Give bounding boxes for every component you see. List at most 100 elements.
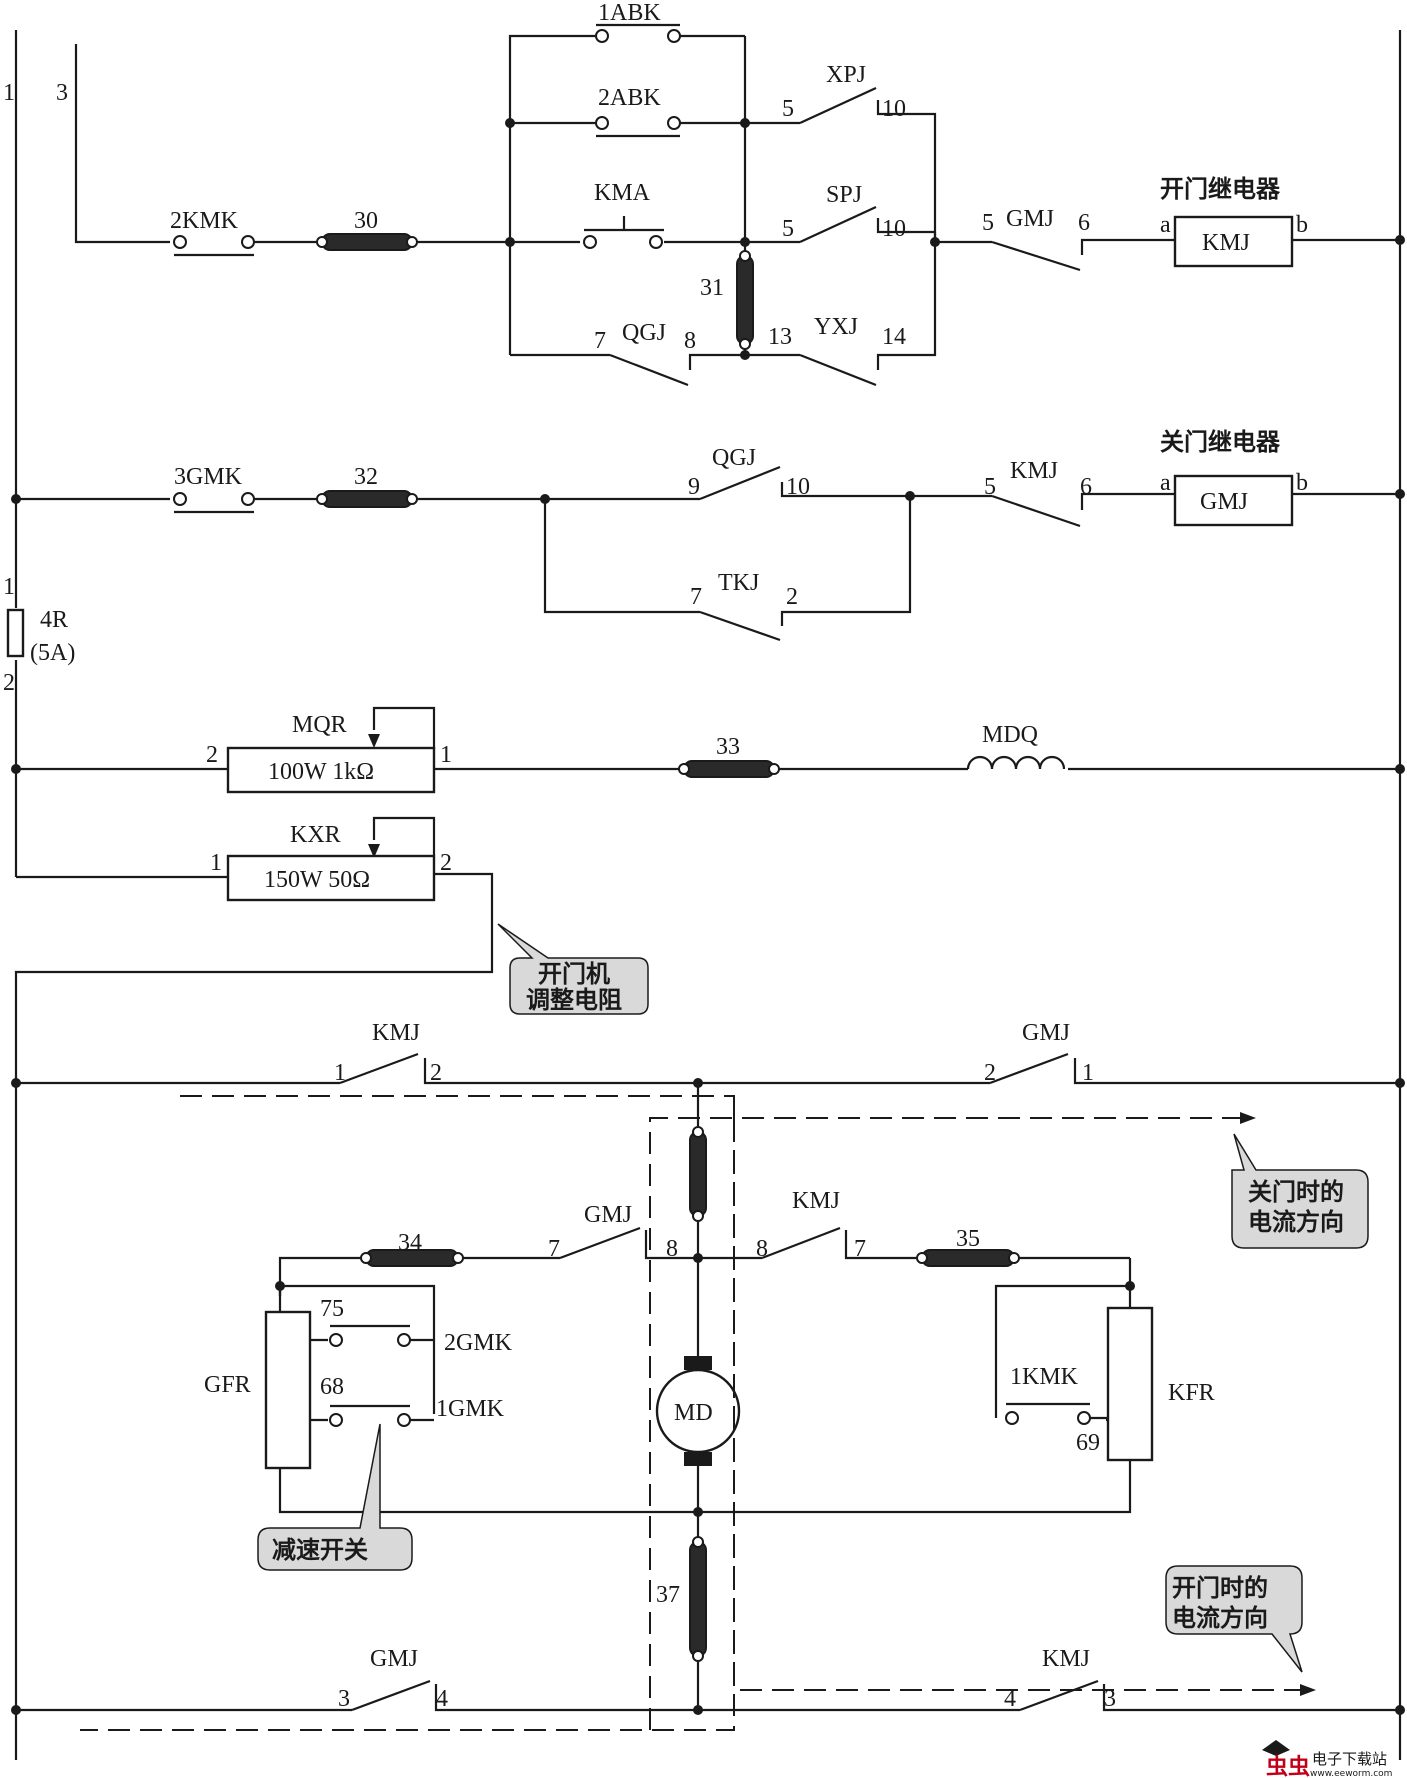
label-qgj-row1: QGJ <box>622 320 666 346</box>
pin-4r-2: 2 <box>3 670 15 696</box>
label-1gmk: 1GMK <box>436 1396 505 1422</box>
label-kmj-bottom: KMJ <box>1042 1646 1090 1672</box>
pin-tkj-7: 7 <box>690 584 702 610</box>
contact-3gmk <box>173 492 255 514</box>
label-xpj: XPJ <box>826 62 866 88</box>
label-1abk: 1ABK <box>598 0 661 26</box>
resistor-4r <box>6 608 25 658</box>
label-31: 31 <box>700 275 724 301</box>
coil-kmj <box>1173 215 1294 268</box>
rheostat-mqr <box>226 746 436 794</box>
fuse-32 <box>316 490 418 508</box>
watermark-logo-text: 虫虫 <box>1266 1754 1310 1778</box>
fuse-34 <box>360 1249 464 1267</box>
label-kfr: KFR <box>1168 1380 1215 1406</box>
pin-yxj-13: 13 <box>768 324 792 350</box>
wire-3-label: 3 <box>56 80 68 106</box>
label-kxr: KXR <box>290 822 341 848</box>
row-mqr-wiring <box>16 706 1400 771</box>
label-yxj: YXJ <box>814 314 858 340</box>
pin-gmj-6: 6 <box>1078 210 1090 236</box>
pin-kmj-7: 7 <box>854 1236 866 1262</box>
pin-spj-5: 5 <box>782 216 794 242</box>
callout-open-current <box>1165 1565 1303 1673</box>
pin-gmj-bottom-3: 3 <box>338 1686 350 1712</box>
pin-68: 68 <box>320 1374 344 1400</box>
pin-coil-a-2: a <box>1160 470 1171 496</box>
row-close-relay-wiring <box>16 465 1400 642</box>
callout-slow-switch-text: 减速开关 <box>272 1536 368 1564</box>
label-kmj-coil: KMJ <box>1202 230 1250 256</box>
title-open-relay: 开门继电器 <box>1160 175 1281 203</box>
label-37: 37 <box>656 1582 680 1608</box>
callout-close-current <box>1231 1133 1369 1249</box>
contact-2abk <box>595 116 681 138</box>
resistor-kfr <box>1106 1306 1154 1462</box>
rheostat-kxr <box>226 854 436 902</box>
fuse-31 <box>736 250 754 350</box>
callout-close-line1: 关门时的 <box>1248 1178 1344 1206</box>
rating-mqr: 100W 1kΩ <box>268 759 374 785</box>
label-kmj-bridge-top: KMJ <box>372 1020 420 1046</box>
contact-2kmk <box>173 235 255 257</box>
pin-kxr-1: 1 <box>210 850 222 876</box>
pin-75: 75 <box>320 1296 344 1322</box>
rail-label-1: 1 <box>3 80 15 106</box>
label-3gmk: 3GMK <box>174 464 243 490</box>
pin-gmj-bottom-4: 4 <box>436 1686 448 1712</box>
label-gmj-bottom: GMJ <box>370 1646 418 1672</box>
pin-coil-a-1: a <box>1160 212 1171 238</box>
label-2abk: 2ABK <box>598 85 661 111</box>
fuse-37 <box>689 1536 707 1662</box>
pin-qgj-7: 7 <box>594 328 606 354</box>
pin-4r-1: 1 <box>3 574 15 600</box>
pin-coil-b-1: b <box>1296 212 1308 238</box>
open-current-path <box>733 1096 1316 1696</box>
row-bridge-bottom-wiring <box>16 1679 1400 1712</box>
inductor-mdq <box>966 755 1066 770</box>
label-4r: 4R <box>40 607 68 633</box>
label-gmj-field: GMJ <box>584 1202 632 1228</box>
pin-qgj-8: 8 <box>684 328 696 354</box>
pin-qgj-9: 9 <box>688 474 700 500</box>
title-close-relay: 关门继电器 <box>1160 428 1281 456</box>
callout-adjust-resistor <box>497 923 649 1015</box>
pin-xpj-10: 10 <box>882 96 906 122</box>
row-kxr-wiring <box>14 816 494 1760</box>
label-tkj: TKJ <box>718 570 759 596</box>
label-mdq: MDQ <box>982 722 1038 748</box>
label-35: 35 <box>956 1226 980 1252</box>
pin-yxj-14: 14 <box>882 324 906 350</box>
row-bridge-top-wiring <box>16 1052 1400 1710</box>
label-kma: KMA <box>594 180 651 206</box>
label-2kmk: 2KMK <box>170 208 239 234</box>
pin-gmj-5: 5 <box>982 210 994 236</box>
fuse-35 <box>916 1249 1020 1267</box>
pin-coil-b-2: b <box>1296 470 1308 496</box>
pin-qgj-10: 10 <box>786 474 810 500</box>
switch-1gmk <box>310 1404 434 1427</box>
rating-kxr: 150W 50Ω <box>264 867 370 893</box>
fuse-upper-motor <box>689 1126 707 1222</box>
button-kma <box>583 216 664 249</box>
label-spj: SPJ <box>826 182 862 208</box>
label-32: 32 <box>354 464 378 490</box>
resistor-gfr <box>264 1310 312 1470</box>
contact-1abk <box>595 23 681 43</box>
pin-gmj-8: 8 <box>666 1236 678 1262</box>
pin-mqr-2: 2 <box>206 742 218 768</box>
label-1kmk: 1KMK <box>1010 1364 1079 1390</box>
label-gfr: GFR <box>204 1372 251 1398</box>
pin-spj-10: 10 <box>882 216 906 242</box>
label-kmj-row2: KMJ <box>1010 458 1058 484</box>
callout-open-line1: 开门时的 <box>1172 1574 1268 1602</box>
switch-2gmk <box>310 1324 434 1347</box>
label-2gmk: 2GMK <box>444 1330 513 1356</box>
label-gmj-bridge-top: GMJ <box>1022 1020 1070 1046</box>
rating-4r: (5A) <box>30 640 75 666</box>
motor-md <box>655 1356 741 1466</box>
pin-gmj-top-1: 1 <box>1082 1060 1094 1086</box>
watermark-url: www.eeworm.com <box>1310 1769 1392 1778</box>
label-33: 33 <box>716 734 740 760</box>
pin-tkj-2: 2 <box>786 584 798 610</box>
